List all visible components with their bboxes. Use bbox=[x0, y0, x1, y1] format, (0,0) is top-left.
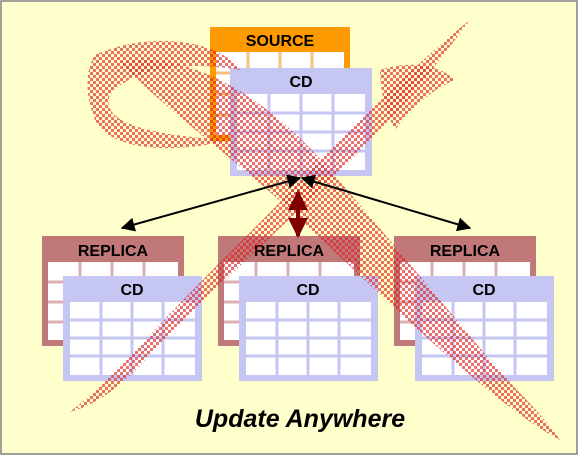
arrow-source-replica-3 bbox=[300, 174, 472, 232]
replica-cd-label-1: CD bbox=[120, 282, 143, 299]
source-label: SOURCE bbox=[246, 33, 315, 50]
replica-label-3: REPLICA bbox=[430, 243, 501, 260]
cross-swoosh-left bbox=[87, 40, 240, 149]
diagram-caption: Update Anywhere bbox=[195, 405, 405, 433]
replica-label-2: REPLICA bbox=[254, 243, 325, 260]
source-cd-label: CD bbox=[289, 74, 312, 91]
replica-cd-table-2: CD bbox=[239, 276, 378, 381]
replica-cd-label-3: CD bbox=[472, 282, 495, 299]
cross-swoosh-right bbox=[380, 64, 455, 130]
arrow-source-replica-1 bbox=[120, 174, 302, 232]
replica-label-1: REPLICA bbox=[78, 243, 149, 260]
cross-stroke-left-to-right bbox=[120, 59, 560, 441]
sync-arrows bbox=[120, 174, 472, 238]
replica-cd-label-2: CD bbox=[296, 282, 319, 299]
